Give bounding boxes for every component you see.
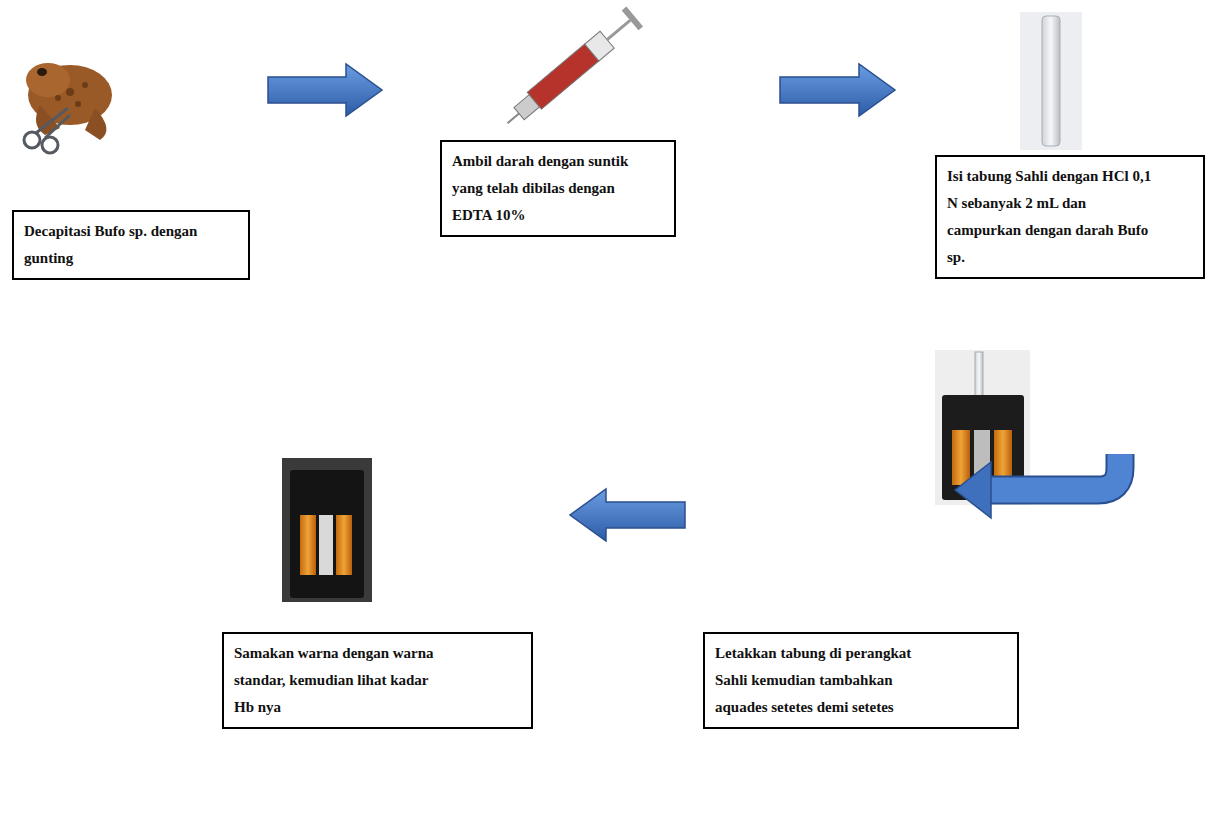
arrow-head <box>955 462 991 518</box>
step-text: Decapitasi Bufo sp. dengan gunting <box>24 218 218 272</box>
flow-arrow <box>780 64 895 116</box>
step-text: Samakan warna dengan warna standar, kemu… <box>234 640 441 721</box>
process-box: Isi tabung Sahli dengan HCl 0,1 N sebany… <box>935 155 1205 279</box>
flow-arrow <box>570 489 685 541</box>
flow-arrow <box>268 64 382 116</box>
flow-arrow <box>955 454 1120 518</box>
scissors-illustration <box>24 108 70 153</box>
block-arrow <box>570 489 685 541</box>
frog-illustration <box>26 63 112 140</box>
arrow-outline <box>989 454 1120 490</box>
step-text: Letakkan tabung di perangkat Sahli kemud… <box>715 640 947 721</box>
process-box: Samakan warna dengan warna standar, kemu… <box>222 632 533 729</box>
process-box: Decapitasi Bufo sp. dengan gunting <box>12 210 250 280</box>
process-box: Letakkan tabung di perangkat Sahli kemud… <box>703 632 1019 729</box>
block-arrow <box>780 64 895 116</box>
arrow-shaft <box>989 454 1120 490</box>
sahli-device-illustration <box>282 458 372 602</box>
block-arrow <box>268 64 382 116</box>
process-box: Ambil darah dengan suntik yang telah dib… <box>440 140 676 237</box>
step-text: Isi tabung Sahli dengan HCl 0,1 N sebany… <box>947 163 1153 271</box>
syringe-illustration <box>499 7 643 134</box>
sahli-tube-illustration <box>1020 12 1082 150</box>
step-text: Ambil darah dengan suntik yang telah dib… <box>452 148 654 229</box>
